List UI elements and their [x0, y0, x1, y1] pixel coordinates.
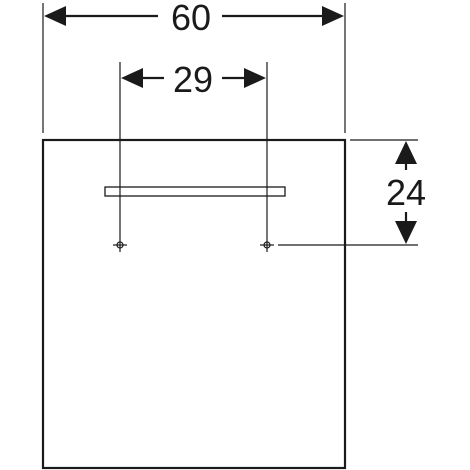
width-dimension-label: 60	[171, 0, 211, 38]
hole-spacing-arrow-right	[244, 68, 266, 88]
hole-spacing-dimension: 29	[119, 59, 268, 240]
mounting-hole-left-icon	[113, 240, 127, 252]
width-arrow-left	[44, 6, 66, 26]
height-arrow-top	[395, 141, 417, 164]
hole-spacing-arrow-left	[121, 68, 143, 88]
mounting-hole-right-icon	[260, 240, 274, 252]
hole-spacing-label: 29	[173, 59, 213, 100]
height-arrow-bottom	[395, 221, 417, 244]
width-arrow-right	[322, 6, 344, 26]
hole-height-dimension: 24	[278, 139, 426, 246]
width-dimension: 60	[42, 0, 346, 133]
hole-height-label: 24	[386, 172, 426, 213]
cabinet-outline	[41, 138, 347, 470]
handle-bar	[104, 186, 286, 197]
